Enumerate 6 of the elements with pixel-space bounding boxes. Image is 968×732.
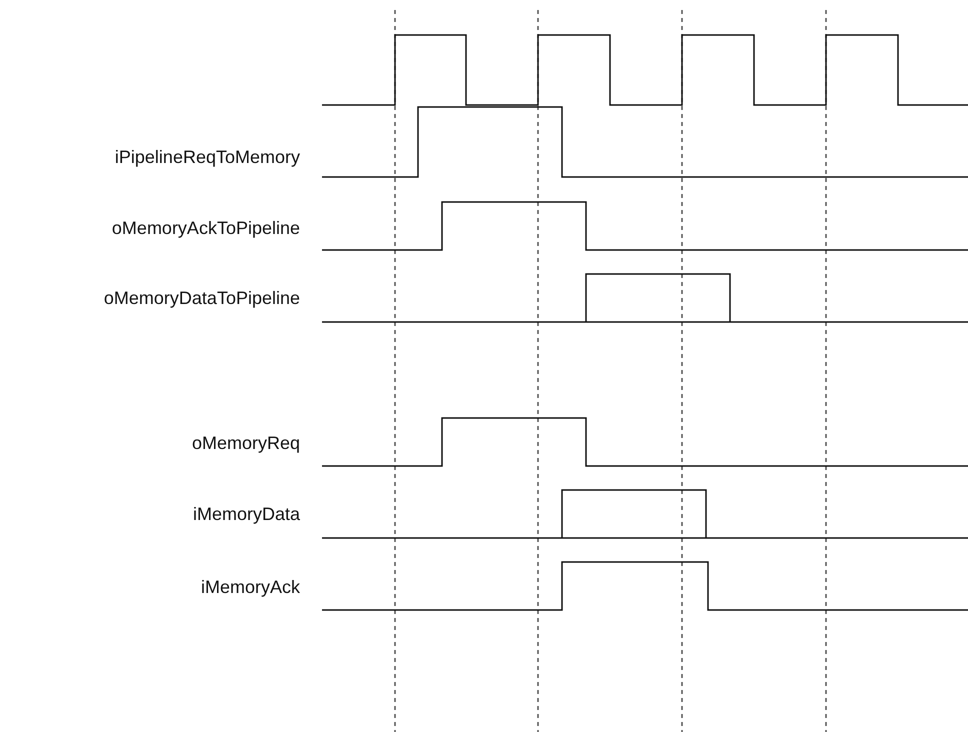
- signal-name: oMemoryDataToPipeline: [104, 287, 300, 309]
- signal-name: oMemoryReq: [192, 432, 300, 454]
- signal-name: iPipelineReqToMemory: [114, 146, 300, 168]
- signal-name: iMemoryAck: [200, 576, 300, 598]
- signal-name: oMemoryAckToPipeline: [112, 217, 300, 239]
- signal-name: iMemoryData: [192, 503, 300, 525]
